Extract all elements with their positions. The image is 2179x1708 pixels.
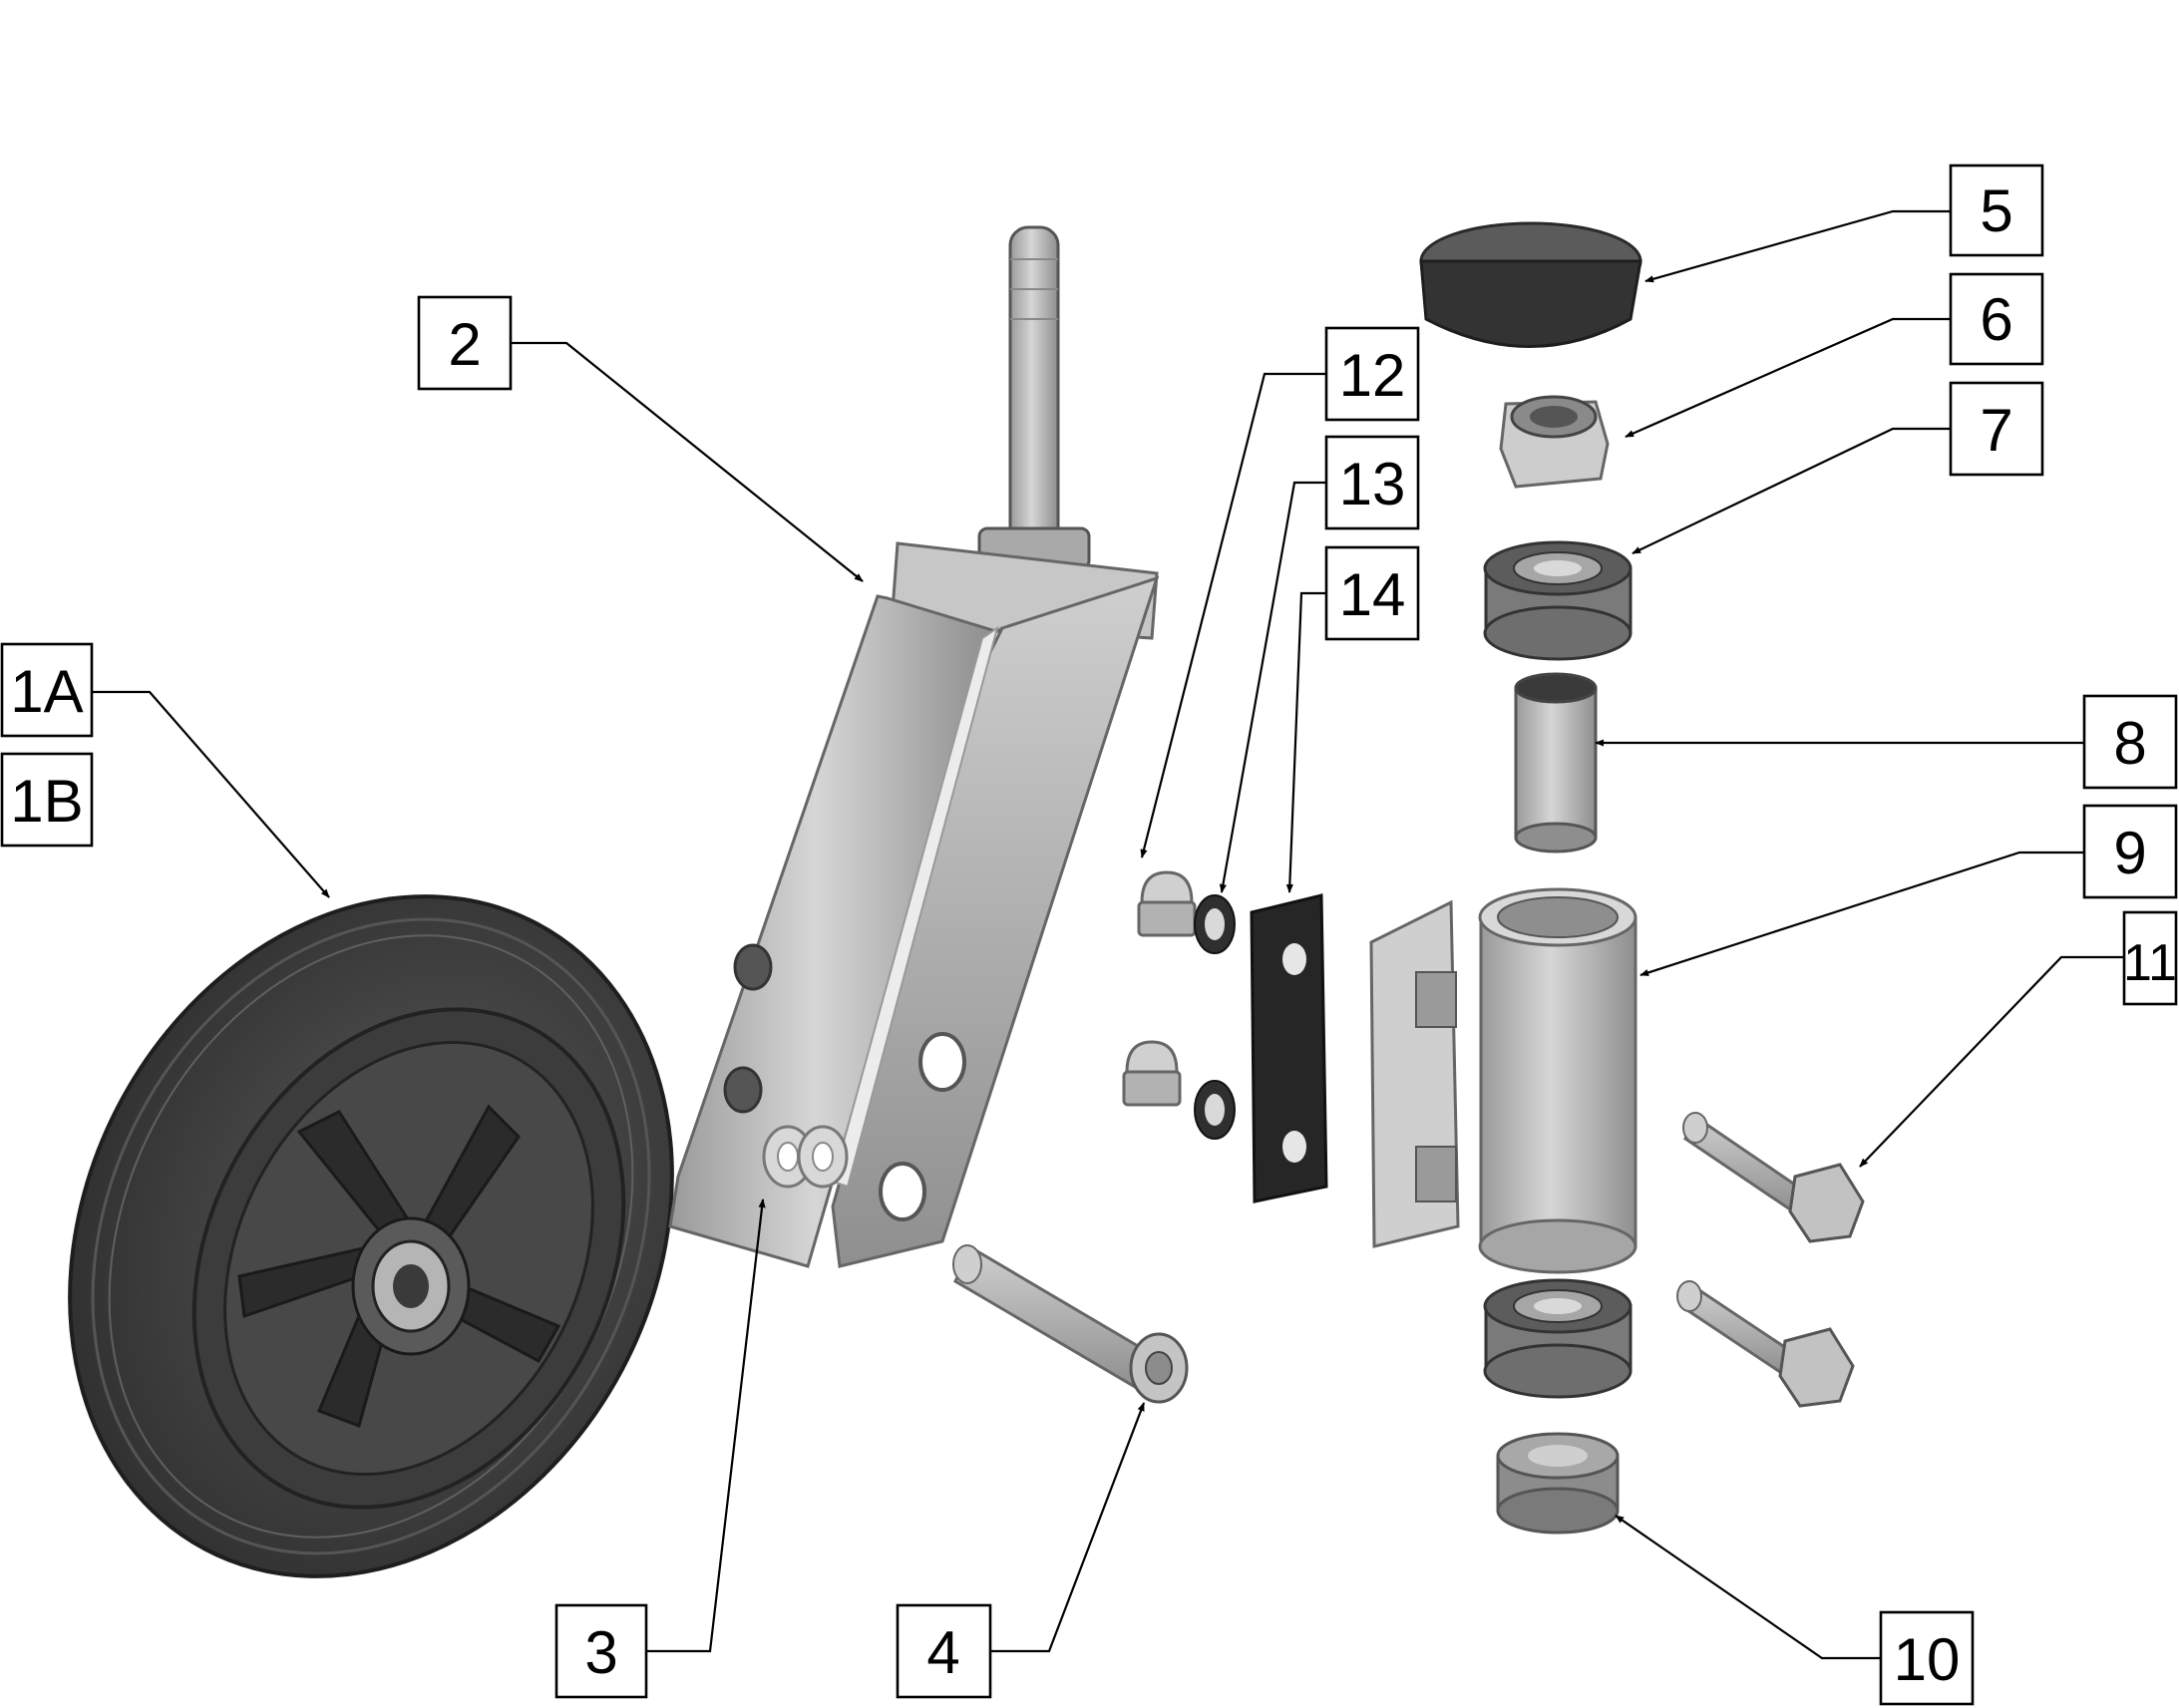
callout-1b: 1B: [0, 752, 94, 848]
callout-4: 4: [896, 1603, 992, 1699]
callout-11-label: 11: [2123, 934, 2177, 992]
leader-6: [1625, 317, 1951, 439]
callout-13-label: 13: [1339, 451, 1406, 517]
bottom-bearing-part: [1483, 1278, 1633, 1399]
leader-9: [1639, 851, 2084, 977]
callout-12-label: 12: [1339, 342, 1406, 409]
callout-4-label: 4: [926, 1619, 959, 1686]
callout-1a-label: 1A: [10, 658, 83, 725]
leader-2: [511, 341, 864, 582]
leader-14: [1285, 591, 1326, 893]
bolts-part: [1676, 1112, 1865, 1408]
callout-9: 9: [2082, 804, 2178, 899]
leader-5: [1644, 209, 1951, 283]
callout-14: 14: [1324, 545, 1420, 641]
lock-nut-part: [1499, 395, 1610, 489]
callout-5-label: 5: [1980, 177, 2012, 244]
housing-part: [1369, 887, 1637, 1274]
top-bearing-part: [1483, 540, 1633, 661]
plate-part: [1250, 893, 1328, 1203]
callout-12: 12: [1324, 326, 1420, 422]
acorn-nuts-part: [1122, 870, 1197, 1107]
leader-10: [1615, 1515, 1881, 1660]
callout-1b-label: 1B: [10, 768, 83, 835]
leader-1a: [92, 690, 330, 898]
callout-3: 3: [554, 1603, 648, 1699]
callout-10: 10: [1879, 1610, 1975, 1706]
axle-bolt-part: [952, 1244, 1189, 1404]
callout-2: 2: [417, 295, 513, 391]
callout-8-label: 8: [2113, 710, 2146, 777]
leader-lines: [92, 209, 2124, 1660]
callout-7: 7: [1949, 381, 2044, 477]
callout-14-label: 14: [1339, 561, 1406, 628]
leader-3: [646, 1198, 766, 1653]
callout-8: 8: [2082, 694, 2178, 790]
cap-part: [1419, 221, 1642, 348]
leader-4: [990, 1402, 1146, 1653]
washers-part: [1194, 894, 1236, 1140]
callout-2-label: 2: [448, 311, 481, 378]
callout-5: 5: [1949, 164, 2044, 257]
fork-part: [668, 225, 1160, 1268]
callout-6: 6: [1949, 272, 2044, 366]
leader-13: [1219, 481, 1326, 893]
callout-11: 11: [2122, 910, 2178, 1006]
wheel-part: [68, 894, 674, 1578]
callout-9-label: 9: [2113, 820, 2146, 886]
callout-6-label: 6: [1980, 286, 2012, 353]
callout-13: 13: [1324, 435, 1420, 530]
spacer-part: [1496, 1432, 1620, 1535]
callout-7-label: 7: [1980, 397, 2012, 464]
spacer-washers-part: [762, 1125, 849, 1189]
leader-11: [1859, 955, 2124, 1168]
callout-1a: 1A: [0, 642, 94, 738]
sleeve-part: [1514, 672, 1598, 854]
callout-3-label: 3: [584, 1619, 617, 1686]
leader-7: [1632, 427, 1951, 554]
leader-12: [1140, 372, 1326, 858]
callout-10-label: 10: [1894, 1626, 1961, 1693]
